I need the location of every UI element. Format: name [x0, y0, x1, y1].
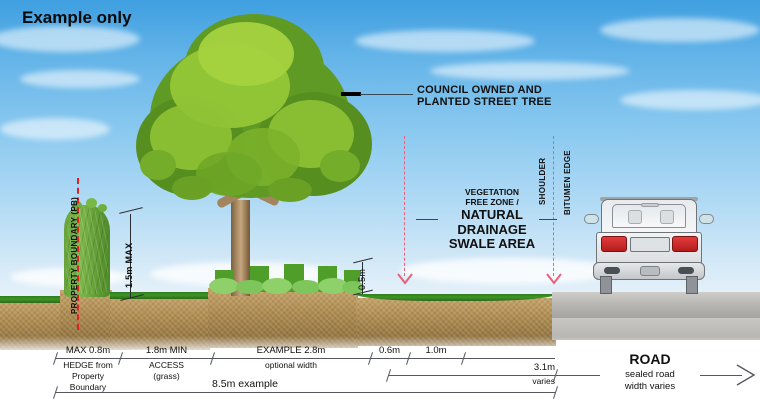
- car-wheel-left: [600, 276, 612, 294]
- cloud: [20, 70, 140, 88]
- planting-groundcover: [209, 278, 239, 294]
- tree-callout-marker: [341, 92, 361, 96]
- road-arrow-icon: [736, 364, 756, 386]
- road-subbase: [552, 318, 760, 340]
- swale-depth-dim-line: [362, 262, 363, 294]
- property-boundary-label: PROPERTY BOUNDARY (PB): [70, 196, 79, 314]
- swale-right-arrow-icon: [546, 273, 562, 285]
- dim-row1-line: [55, 358, 555, 359]
- verge-total-value: 3.1m: [533, 362, 555, 373]
- swale-right-dashed-line: [553, 136, 554, 276]
- bitumen-edge-label: BITUMEN EDGE: [563, 150, 572, 215]
- overall-dim-value: 8.5m example: [212, 378, 278, 390]
- ground-grass-swale: [356, 294, 556, 301]
- planting-groundcover: [342, 281, 364, 294]
- tree-canopy-edge: [172, 176, 212, 200]
- hedge-top-sprig: [86, 198, 97, 208]
- car-exhaust-left: [604, 267, 620, 274]
- ground-grass-yard: [0, 296, 78, 303]
- swale-line3: NATURAL: [461, 207, 523, 223]
- hedge-height-label: 1.5m MAX: [124, 242, 134, 288]
- swale-left-dashed-line: [404, 136, 405, 276]
- cloud: [355, 30, 535, 52]
- swale-leader-right: [539, 219, 557, 220]
- car-taillight-left: [601, 236, 627, 252]
- planting-groundcover: [262, 278, 292, 294]
- tree-canopy-edge: [268, 178, 312, 202]
- road-dim-line-left: [556, 375, 616, 376]
- swale-line1: VEGETATION: [465, 187, 519, 197]
- cloud: [400, 258, 620, 284]
- swale-callout-text: VEGETATION FREE ZONE / NATURAL DRAINAGE …: [436, 187, 548, 252]
- cloud: [0, 118, 110, 140]
- dim-value-2: EXAMPLE 2.8m: [256, 345, 326, 356]
- car-headrest: [628, 210, 642, 224]
- planting-groundcover: [236, 280, 264, 294]
- car-taillight-right: [672, 236, 698, 252]
- swale-line5: SWALE AREA: [448, 236, 536, 252]
- dim-sub-1-1: ACCESS: [149, 360, 184, 370]
- car-exhaust-right: [678, 267, 694, 274]
- verge-total-sub: varies: [532, 376, 555, 386]
- car-headrest: [660, 210, 674, 224]
- tree-canopy-edge: [320, 150, 360, 182]
- swale-leader-left: [416, 219, 438, 220]
- car-wheel-right: [686, 276, 698, 294]
- property-boundary-line: [77, 178, 79, 330]
- tree-canopy-highlight: [198, 22, 294, 86]
- cloud: [600, 18, 760, 42]
- cloud: [0, 26, 140, 52]
- tree-trunk: [231, 200, 250, 296]
- swale-depth-label: 0.5m: [357, 268, 367, 290]
- tree-callout-line1: COUNCIL OWNED AND: [417, 84, 543, 96]
- dim-value-1: 1.8m MIN: [145, 345, 188, 356]
- dim-sub-1-2: (grass): [153, 371, 180, 381]
- ground-grass-access: [110, 292, 210, 299]
- swale-line2: FREE ZONE /: [465, 196, 519, 207]
- dim-sub-0-2: Property: [71, 371, 105, 381]
- hedge-height-dim-line: [130, 214, 131, 298]
- swale-line4: DRAINAGE: [457, 221, 527, 237]
- cloud: [430, 62, 630, 80]
- tree-callout-line2: PLANTED STREET TREE: [417, 96, 552, 109]
- planting-groundcover: [318, 278, 348, 294]
- road-title: ROAD: [629, 351, 671, 367]
- dim-sub-0-1: HEDGE from: [63, 360, 113, 370]
- dim-row3-line: [55, 392, 555, 393]
- road-sub2: width varies: [624, 381, 676, 392]
- car-interior-mirror: [641, 203, 659, 207]
- planting-groundcover: [292, 280, 320, 294]
- road-surface: [552, 292, 760, 320]
- swale-left-arrow-icon: [397, 273, 413, 285]
- dim-row2-line: [388, 375, 555, 376]
- cloud: [620, 90, 760, 110]
- hedge-shrub-leaves: [66, 208, 108, 294]
- road-sub1: sealed road: [600, 369, 700, 380]
- tree-canopy-edge: [140, 150, 176, 180]
- car-towbar: [640, 266, 660, 276]
- car-mirror-right: [699, 214, 714, 224]
- car-license-plate: [630, 237, 670, 252]
- watermark-example-only: Example only: [22, 8, 132, 27]
- dim-sub-2-1: optional width: [265, 360, 317, 370]
- dim-value-4: 1.0m: [425, 345, 447, 356]
- car-rear-window: [612, 204, 686, 228]
- dim-value-3: 0.6m: [378, 345, 401, 356]
- tree-callout-text: COUNCIL OWNED AND PLANTED STREET TREE: [417, 84, 552, 109]
- dim-value-0: MAX 0.8m: [65, 345, 111, 356]
- road-dim-line-right: [700, 375, 742, 376]
- car-mirror-left: [584, 214, 599, 224]
- hedge-shrub: [64, 205, 110, 297]
- tree-callout-leader: [360, 94, 413, 95]
- dim-sub-0-3: Boundary: [69, 382, 107, 392]
- hedge-top-sprig: [98, 204, 107, 212]
